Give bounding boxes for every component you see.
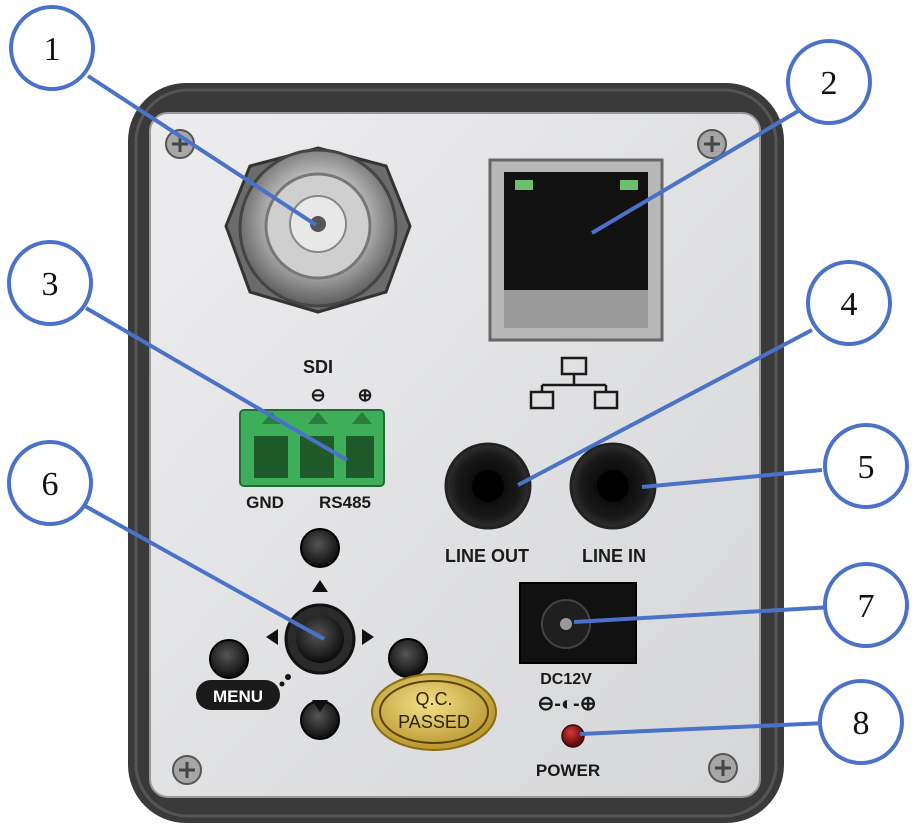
callout-line-8 (579, 721, 827, 736)
svg-text:8: 8 (853, 705, 870, 742)
callout-line-4 (517, 328, 813, 487)
callout-3: 3 (7, 240, 93, 326)
line-out-label: LINE OUT (445, 546, 529, 566)
arrow-down-icon (312, 700, 328, 712)
line-in-label: LINE IN (582, 546, 646, 566)
callout-lines (84, 74, 833, 736)
callout-7: 7 (823, 562, 909, 648)
line-in-jack[interactable] (569, 442, 657, 530)
housing-edge (134, 88, 778, 818)
right-button[interactable] (388, 638, 428, 678)
svg-text:2: 2 (821, 65, 838, 102)
arrow-right-icon (362, 629, 374, 645)
callout-4: 4 (806, 260, 892, 346)
menu-badge (196, 680, 280, 710)
callout-line-2 (590, 108, 802, 235)
svg-text:5: 5 (858, 449, 875, 486)
screw-icon (697, 129, 727, 159)
left-button[interactable] (209, 639, 249, 679)
power-label: POWER (536, 761, 600, 780)
rs485-label: RS485 (319, 493, 371, 512)
screw-icon (172, 755, 202, 785)
up-button[interactable] (300, 528, 340, 568)
callout-6: 6 (7, 440, 93, 526)
network-icon (529, 356, 619, 410)
svg-text:1: 1 (44, 31, 61, 68)
gnd-label: GND (246, 493, 284, 512)
callout-5: 5 (823, 423, 909, 509)
rs485-terminal-block[interactable] (239, 409, 385, 487)
callout-2: 2 (786, 39, 872, 125)
ethernet-port[interactable] (488, 158, 664, 342)
menu-dot-icon (285, 674, 291, 680)
sdi-label: SDI (303, 357, 333, 377)
menu-dot-icon (279, 681, 285, 687)
callout-1: 1 (9, 5, 95, 91)
callout-line-3 (84, 306, 349, 462)
svg-text:7: 7 (858, 588, 875, 625)
menu-label: MENU (213, 687, 263, 706)
svg-text:3: 3 (42, 266, 59, 303)
qc-label: Q.C. (415, 689, 452, 709)
polarity-symbol: ⊖-◐-⊕ (538, 693, 597, 715)
svg-text:6: 6 (42, 466, 59, 503)
svg-text:4: 4 (841, 286, 858, 323)
qc-passed-sticker (371, 673, 497, 751)
screw-icon (165, 129, 195, 159)
line-out-jack[interactable] (444, 442, 532, 530)
callout-8: 8 (818, 679, 904, 765)
arrow-left-icon (266, 629, 278, 645)
power-led (561, 724, 585, 748)
minus-symbol: ⊖ (310, 385, 325, 405)
dc12v-label: DC12V (540, 671, 592, 688)
callout-line-5 (641, 468, 823, 489)
callout-line-1 (86, 74, 318, 227)
callout-line-6 (84, 504, 325, 641)
bnc-connector[interactable] (224, 146, 412, 314)
screw-icon (708, 753, 738, 783)
passed-label: PASSED (398, 712, 470, 732)
plus-symbol: ⊕ (357, 385, 372, 405)
callout-line-7 (573, 605, 833, 624)
arrow-up-icon (312, 580, 328, 592)
